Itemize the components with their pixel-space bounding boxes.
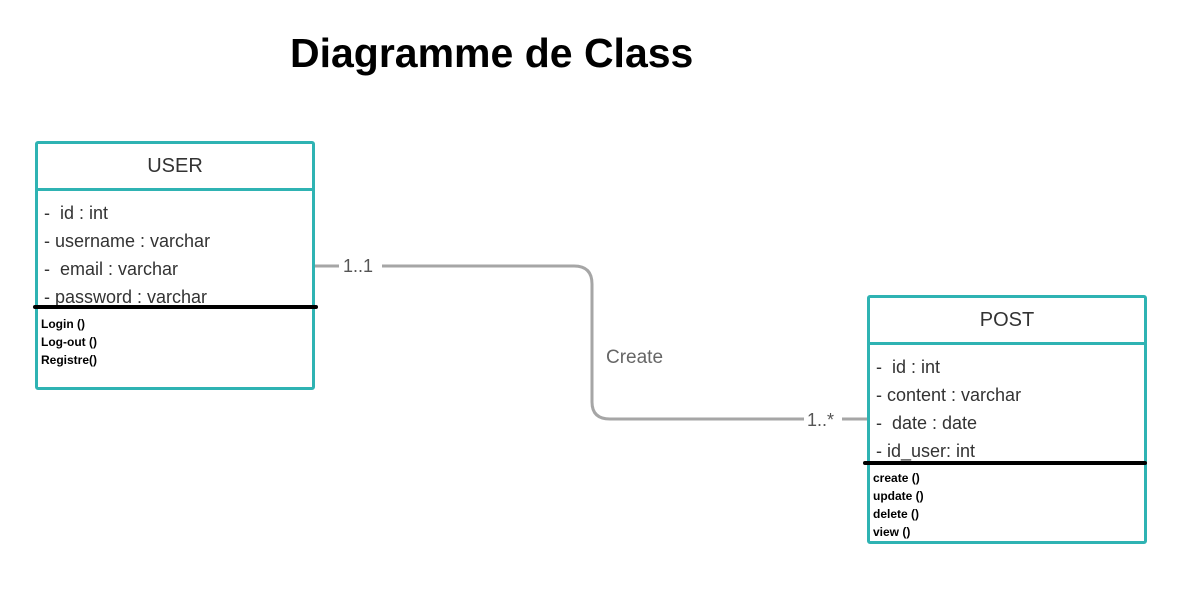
- post-attributes: - id : int - content : varchar - date : …: [870, 345, 1144, 465]
- post-method-view: view (): [873, 525, 911, 539]
- association-label: Create: [606, 347, 664, 368]
- source-multiplicity: 1..1: [343, 256, 374, 277]
- association-line: [314, 264, 868, 421]
- post-attribute-id-user: - id_user: int: [876, 441, 976, 461]
- page-title: Diagramme de Class: [290, 30, 694, 76]
- post-method-update: update (): [873, 489, 924, 503]
- user-class-name: USER: [38, 144, 312, 191]
- user-methods: Login () Log-out () Registre(): [38, 311, 312, 369]
- post-attribute-content: - content : varchar: [876, 385, 1022, 405]
- user-attributes: - id : int - username : varchar - email …: [38, 191, 312, 311]
- user-attribute-password: - password : varchar: [44, 287, 208, 307]
- user-method-registre: Registre(): [41, 353, 98, 367]
- user-method-login: Login (): [41, 317, 85, 331]
- post-attribute-date: - date : date: [876, 413, 978, 433]
- user-class[interactable]: USER - id : int - username : varchar - e…: [35, 141, 315, 390]
- post-attribute-id: - id : int: [876, 357, 941, 377]
- user-method-logout: Log-out (): [41, 335, 97, 349]
- post-class-name: POST: [870, 298, 1144, 345]
- post-method-delete: delete (): [873, 507, 920, 521]
- post-methods: create () update () delete () view (): [870, 465, 1144, 541]
- post-methods-separator: [863, 461, 1147, 465]
- user-attribute-id: - id : int: [44, 203, 109, 223]
- user-attribute-username: - username : varchar: [44, 231, 211, 251]
- post-class[interactable]: POST - id : int - content : varchar - da…: [867, 295, 1147, 544]
- post-method-create: create (): [873, 471, 920, 485]
- target-multiplicity: 1..*: [807, 410, 835, 431]
- user-attribute-email: - email : varchar: [44, 259, 179, 279]
- user-methods-separator: [33, 305, 318, 309]
